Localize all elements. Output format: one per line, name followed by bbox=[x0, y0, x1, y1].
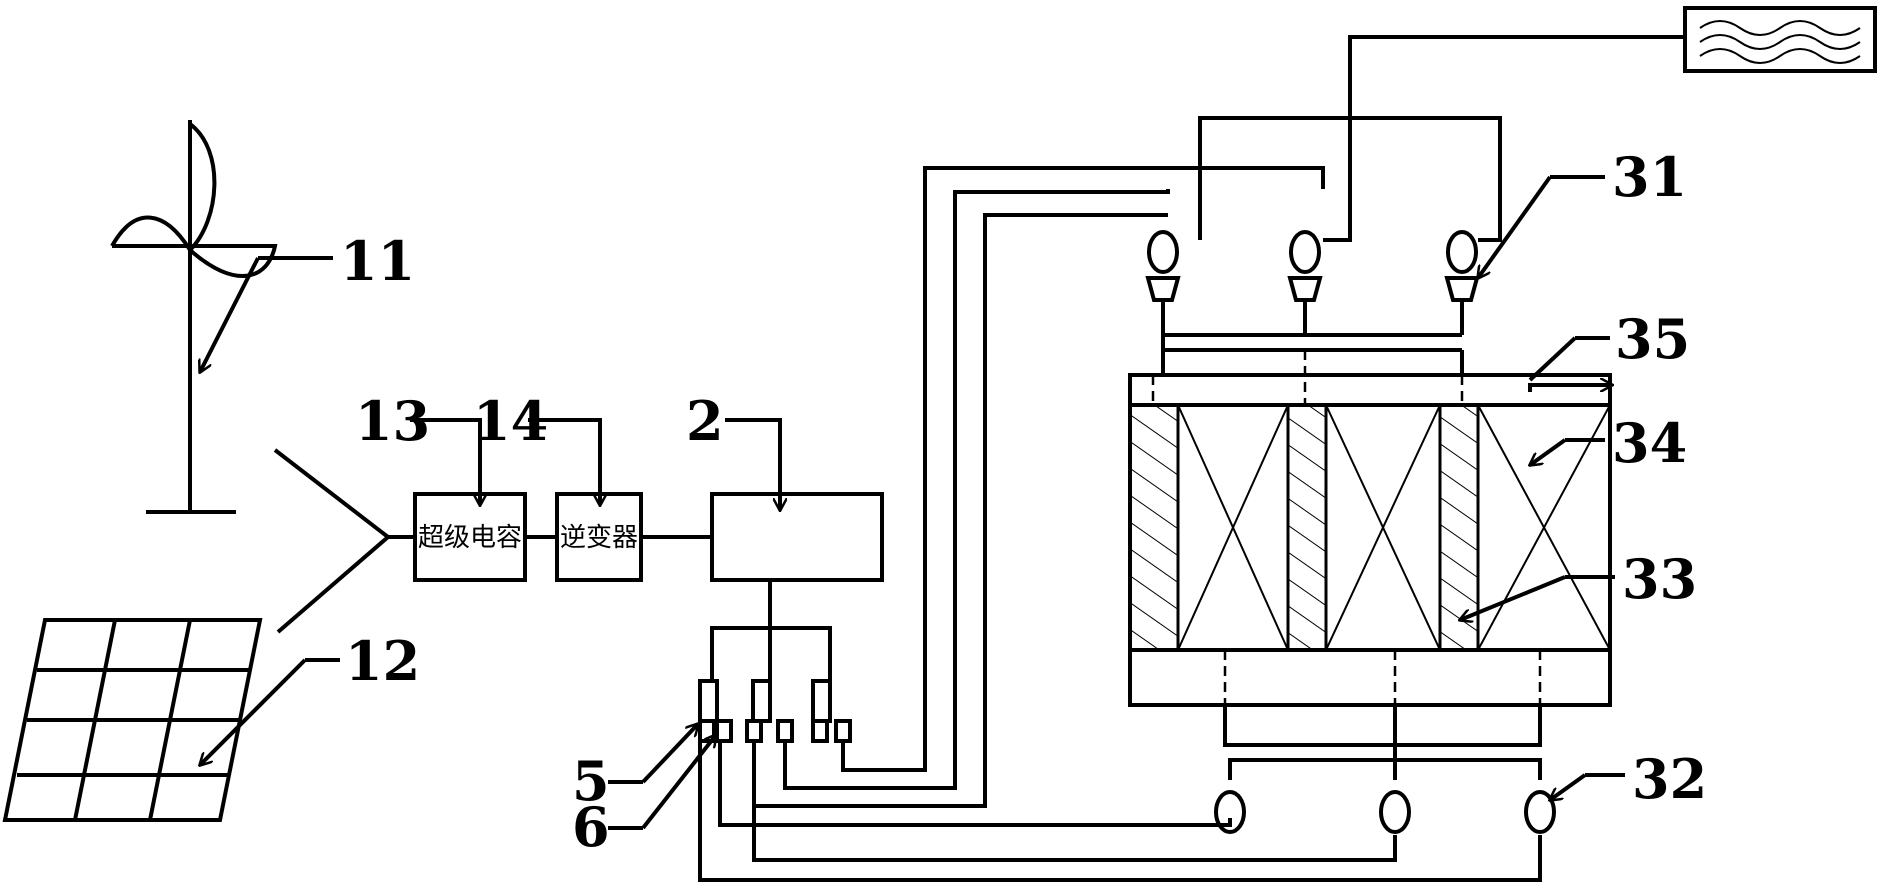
chamber-3 bbox=[1477, 404, 1611, 651]
bottom-pumps bbox=[1214, 790, 1556, 834]
combiner-lines bbox=[273, 448, 415, 634]
chamber-2 bbox=[1325, 404, 1441, 651]
label-11: 11 bbox=[340, 229, 415, 293]
top-pumps bbox=[1145, 230, 1480, 375]
supercapacitor-label: 超级电容 bbox=[418, 523, 522, 553]
wind-turbine bbox=[110, 120, 278, 514]
label-5: 5 bbox=[572, 749, 610, 813]
controller-to-valves bbox=[710, 580, 832, 681]
label-2: 2 bbox=[686, 389, 724, 453]
pipes-to-bottom-pumps bbox=[698, 741, 1542, 882]
label-34: 34 bbox=[1612, 411, 1687, 475]
bottom-pump-2 bbox=[1379, 790, 1411, 834]
bottom-manifold bbox=[1223, 705, 1542, 780]
label-33: 33 bbox=[1622, 547, 1697, 611]
partition-2 bbox=[1286, 403, 1328, 652]
label-32: 32 bbox=[1632, 747, 1707, 811]
label-6: 6 bbox=[572, 795, 610, 859]
solar-panel bbox=[2, 618, 263, 822]
supercapacitor-box: 超级电容 bbox=[413, 492, 527, 582]
outlet-arrow bbox=[1528, 385, 1612, 392]
top-pump-1 bbox=[1145, 230, 1181, 335]
pipes-to-top-pumps bbox=[752, 166, 1325, 808]
bottom-pump-1 bbox=[1214, 790, 1246, 834]
leader-lines bbox=[200, 175, 1625, 830]
inverter-label: 逆变器 bbox=[560, 523, 638, 553]
label-14: 14 bbox=[473, 389, 548, 453]
controller-box bbox=[710, 492, 884, 582]
radiator-box bbox=[1198, 6, 1877, 242]
inverter-box: 逆变器 bbox=[555, 492, 643, 582]
top-pump-3 bbox=[1444, 230, 1480, 335]
label-12: 12 bbox=[345, 629, 420, 693]
valve-group bbox=[698, 679, 852, 743]
reference-numbers: 11 12 13 14 2 5 6 31 35 34 33 32 bbox=[340, 145, 1707, 859]
chamber-1 bbox=[1177, 404, 1289, 651]
label-31: 31 bbox=[1612, 145, 1687, 209]
main-tank bbox=[1128, 350, 1612, 707]
partition-1 bbox=[1128, 403, 1180, 652]
label-35: 35 bbox=[1615, 307, 1690, 371]
label-13: 13 bbox=[355, 389, 430, 453]
top-pump-2 bbox=[1287, 230, 1323, 335]
bottom-pump-3 bbox=[1524, 790, 1556, 834]
